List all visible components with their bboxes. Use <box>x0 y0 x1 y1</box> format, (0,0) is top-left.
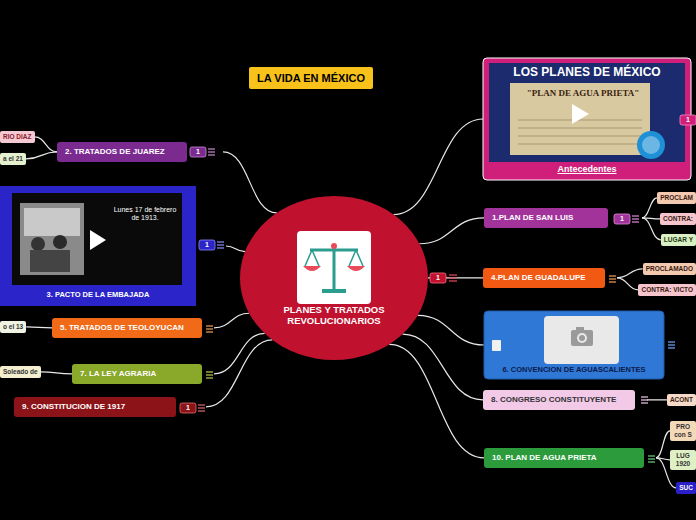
connector <box>393 119 483 215</box>
panel-text: 3. PACTO DE LA EMBAJADA <box>0 290 196 299</box>
detail-box: CONTRA: VICTO <box>638 284 696 296</box>
connector <box>214 313 249 328</box>
connector <box>26 326 52 328</box>
connector <box>418 315 484 345</box>
topic-box: 10. PLAN DE AGUA PRIETA <box>484 448 644 468</box>
node-label: LUGAR Y <box>664 236 693 244</box>
comment-badges <box>180 115 696 413</box>
media-panel-node: LOS PLANES DE MÉXICO "PLAN DE AGUA PRIETA… <box>483 58 691 180</box>
scales-icon <box>297 231 371 304</box>
connector <box>226 246 245 252</box>
node-label: PROCLAM <box>660 194 693 202</box>
node-label: CONTRA: <box>663 215 693 223</box>
detail-box: PROCLAM <box>657 192 696 204</box>
connector <box>642 218 661 240</box>
node-label: 7. LA LEY AGRARIA <box>80 369 194 379</box>
node-label: 10. PLAN DE AGUA PRIETA <box>492 453 636 463</box>
detail-box: RIO DIAZ <box>0 131 35 143</box>
connector <box>35 137 57 152</box>
comment-count: 1 <box>180 403 196 413</box>
center-circle-node: PLANES Y TRATADOS REVOLUCIONARIOS <box>240 196 428 360</box>
topic-box: 9. CONSTITUCION DE 1917 <box>14 397 176 417</box>
media-panel-node: 6. CONVENCION DE AGUASCALIENTES <box>484 311 664 379</box>
connector <box>206 340 272 407</box>
node-label: PRO con S <box>673 423 693 439</box>
topic-box: 2. TRATADOS DE JUAREZ <box>57 142 187 162</box>
detail-box: ACONT <box>667 394 696 406</box>
node-label: LUG 1920 <box>673 452 693 468</box>
node-label: 8. CONGRESO CONSTITUYENTE <box>491 395 627 405</box>
panel-text: Lunes 17 de febrero de 1913. <box>110 206 180 223</box>
panel-text: 6. CONVENCION DE AGUASCALIENTES <box>484 365 664 374</box>
node-label: CONTRA: VICTO <box>641 286 693 294</box>
node-label: SUC <box>679 484 693 492</box>
connector <box>41 372 72 374</box>
connector <box>642 198 657 218</box>
detail-box: o el 13 <box>0 321 26 333</box>
title-banner: LA VIDA EN MÉXICO <box>249 67 373 89</box>
connector <box>647 399 667 400</box>
panel-text: Antecedentes <box>483 164 691 175</box>
node-label: RIO DIAZ <box>3 133 32 141</box>
detail-box: Soleado de <box>0 366 41 378</box>
panel-text: PLANES Y TRATADOS REVOLUCIONARIOS <box>270 304 398 327</box>
connector <box>223 152 277 213</box>
comment-count: 1 <box>190 147 206 157</box>
node-label: 5. TRATADOS DE TEOLOYUCAN <box>60 323 194 333</box>
detail-box: LUGAR Y <box>661 234 696 246</box>
comment-count: 1 <box>430 273 446 283</box>
topic-box: 7. LA LEY AGRARIA <box>72 364 202 384</box>
node-label: o el 13 <box>3 323 23 331</box>
node-label: 4.PLAN DE GUADALUPE <box>491 273 597 283</box>
connector <box>617 269 643 278</box>
detail-box: CONTRA: <box>660 213 696 225</box>
video-panel <box>0 186 196 306</box>
connector <box>26 152 57 159</box>
node-label: a el 21 <box>3 155 23 163</box>
note-icons <box>198 149 675 462</box>
topic-box: 1.PLAN DE SAN LUIS <box>484 208 608 228</box>
node-label: Soleado de <box>3 368 38 376</box>
video-panel <box>483 58 691 180</box>
image-placeholder-panel <box>484 311 664 379</box>
comment-count: 1 <box>614 214 630 224</box>
detail-box: PRO con S <box>670 421 696 441</box>
topic-box: 4.PLAN DE GUADALUPE <box>483 268 605 288</box>
node-label: 9. CONSTITUCION DE 1917 <box>22 402 168 412</box>
detail-box: SUC <box>676 482 696 494</box>
detail-box: a el 21 <box>0 153 26 165</box>
topic-box: 8. CONGRESO CONSTITUYENTE <box>483 390 635 410</box>
connector <box>214 333 265 373</box>
connector <box>419 218 484 244</box>
node-label: ACONT <box>670 396 693 404</box>
comment-count: 1 <box>199 240 215 250</box>
topic-box: 5. TRATADOS DE TEOLOYUCAN <box>52 318 202 338</box>
detail-box: LUG 1920 <box>670 450 696 470</box>
node-label: 2. TRATADOS DE JUAREZ <box>65 147 179 157</box>
node-label: 1.PLAN DE SAN LUIS <box>492 213 600 223</box>
connector <box>403 334 483 400</box>
connector <box>656 431 670 458</box>
connector <box>617 278 638 290</box>
panel-text: "PLAN DE AGUA PRIETA" <box>513 88 653 99</box>
detail-box: PROCLAMADO <box>643 263 696 275</box>
node-label: PROCLAMADO <box>646 265 693 273</box>
media-panel-node: Lunes 17 de febrero de 1913. 3. PACTO DE … <box>0 186 196 306</box>
center-circle <box>240 196 428 360</box>
connector <box>389 344 484 457</box>
panel-text: LOS PLANES DE MÉXICO <box>489 65 685 79</box>
comment-count: 1 <box>680 115 696 125</box>
